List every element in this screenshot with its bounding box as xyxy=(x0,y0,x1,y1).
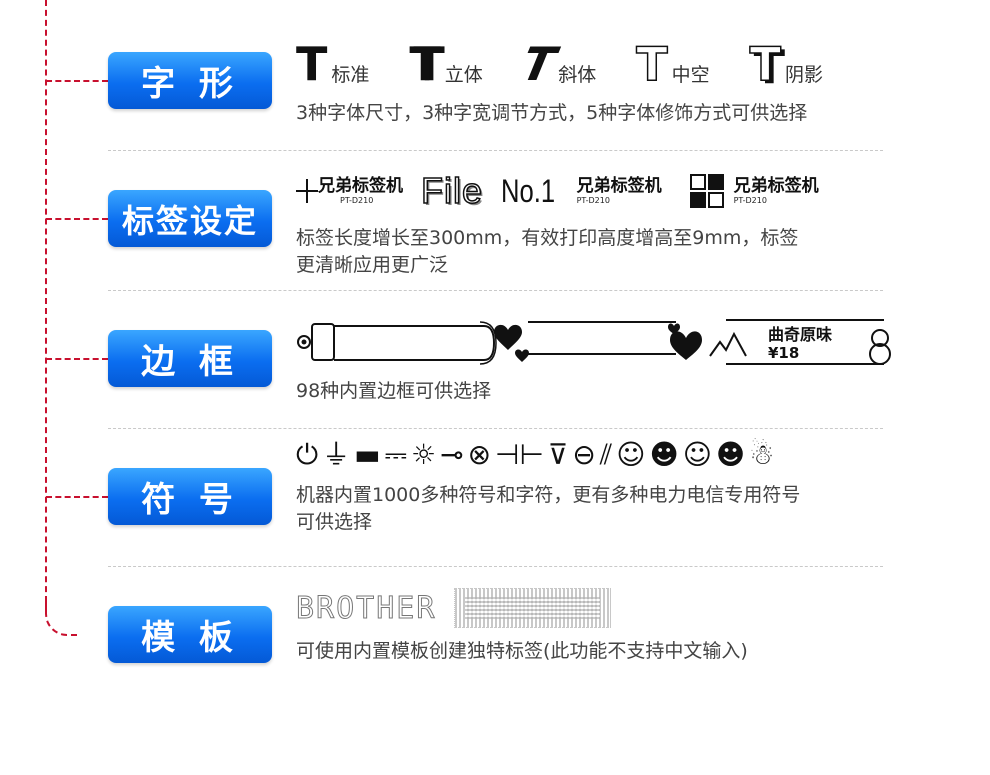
divider xyxy=(108,428,883,429)
frame-samples: 曲奇原味 ¥18 xyxy=(297,319,891,365)
lamp-icon: ☼ xyxy=(411,438,437,471)
frame-text-line1: 曲奇原味 xyxy=(768,325,832,344)
power-icon: ⏻ xyxy=(296,438,319,471)
brand-text-block: 兄弟标签机 PT-D210 xyxy=(733,176,819,206)
light-icon: ⊗ xyxy=(467,438,492,471)
scroll-frame-icon xyxy=(297,321,497,365)
desc-line: 可使用内置模板创建独特标签(此功能不支持中文输入) xyxy=(296,640,748,662)
capacitor-icon: ⊣⊢ xyxy=(495,438,544,471)
face-smile-icon: ☻ xyxy=(715,438,746,471)
timeline-curve xyxy=(45,596,77,636)
font-style-samples: T 标准 T 立体 T 斜体 T 中空 T 阴影 xyxy=(296,37,863,91)
font-glyph: T xyxy=(296,37,328,91)
model-text: PT-D210 xyxy=(733,196,767,205)
desc-line: 3种字体尺寸，3种字宽调节方式，5种字体修饰方式可供选择 xyxy=(296,102,808,124)
brand-text-block: 兄弟标签机 PT-D210 xyxy=(576,176,662,206)
face-boy-icon: ☺ xyxy=(616,438,646,471)
template-samples: BROTHER xyxy=(295,588,612,628)
brand-text: 兄弟标签机 xyxy=(318,176,403,196)
section-desc-symbols: 机器内置1000多种符号和字符，更有多种电力电信专用符号 可供选择 xyxy=(296,482,800,536)
connector-3 xyxy=(46,358,108,360)
font-style-italic: T 斜体 xyxy=(517,37,597,91)
crosshair-icon xyxy=(296,179,318,203)
face-girl-icon: ☻ xyxy=(649,438,679,471)
resistor-icon: ⊖ xyxy=(572,438,596,471)
font-style-shadow: T 阴影 xyxy=(749,37,824,91)
switch-icon: ⊸ xyxy=(440,438,464,471)
sample-grid: 兄弟标签机 PT-D210 xyxy=(689,174,819,208)
desc-line: 更清晰应用更广泛 xyxy=(296,254,449,276)
fuse-icon: ▬ xyxy=(354,438,381,471)
section-label-font: 字 形 xyxy=(108,52,272,109)
font-caption: 立体 xyxy=(444,64,483,86)
section-label-frame: 边 框 xyxy=(108,330,272,387)
label-setting-samples: 兄弟标签机 PT-D210 File No.1 兄弟标签机 PT-D210 兄弟… xyxy=(296,169,837,212)
timeline-connector xyxy=(45,0,47,612)
frame-text-line2: ¥18 xyxy=(768,344,799,362)
section-desc-label-settings: 标签长度增长至300mm，有效打印高度增高至9mm，标签 更清晰应用更广泛 xyxy=(296,225,798,279)
divider xyxy=(108,150,883,151)
number-sample-text: No.1 xyxy=(501,172,556,209)
sample-numbered: No.1 兄弟标签机 PT-D210 xyxy=(501,173,662,210)
font-style-3d: T 立体 xyxy=(409,37,483,91)
desc-line: 标签长度增长至300mm，有效打印高度增高至9mm，标签 xyxy=(296,227,799,249)
font-glyph: T xyxy=(517,37,560,91)
model-text: PT-D210 xyxy=(576,196,610,205)
desc-line: 98种内置边框可供选择 xyxy=(296,380,492,402)
font-style-hollow: T 中空 xyxy=(635,37,710,91)
section-label-label-settings: 标签设定 xyxy=(108,190,272,247)
symbol-samples: ⏻ ⏚ ▬ ⎓ ☼ ⊸ ⊗ ⊣⊢ ⊽ ⊖ ⫽ ☺ ☻ ☺ ☻ ☃ xyxy=(296,438,778,472)
sample-cut-mark: 兄弟标签机 PT-D210 xyxy=(296,177,403,205)
section-desc-frame: 98种内置边框可供选择 xyxy=(296,378,491,405)
brand-text: 兄弟标签机 xyxy=(576,176,662,196)
ground-icon: ⏚ xyxy=(322,438,351,471)
triangle-circle-icon: ⊽ xyxy=(547,438,569,471)
font-style-standard: T 标准 xyxy=(296,37,370,91)
connector-4 xyxy=(46,496,108,498)
file-sample-text: File xyxy=(420,169,484,212)
font-glyph: T xyxy=(749,37,782,91)
connector-2 xyxy=(46,218,108,220)
face-grin-icon: ☺ xyxy=(682,438,712,471)
divider xyxy=(108,566,883,567)
cable-icon: ⫽ xyxy=(599,438,613,471)
section-desc-font: 3种字体尺寸，3种字宽调节方式，5种字体修饰方式可供选择 xyxy=(296,100,807,127)
font-glyph: T xyxy=(409,37,441,91)
dc-icon: ⎓ xyxy=(384,438,407,471)
template-pattern-image xyxy=(454,588,612,628)
font-glyph: T xyxy=(635,37,668,91)
desc-line: 可供选择 xyxy=(296,511,373,533)
font-caption: 标准 xyxy=(331,64,370,86)
brand-text-block: 兄弟标签机 PT-D210 xyxy=(318,176,403,206)
grid-icon xyxy=(689,174,724,208)
font-caption: 斜体 xyxy=(558,64,597,86)
divider xyxy=(108,290,883,291)
font-caption: 阴影 xyxy=(785,64,824,86)
section-desc-template: 可使用内置模板创建独特标签(此功能不支持中文输入) xyxy=(296,638,748,665)
santa-icon: ☃ xyxy=(749,438,775,471)
model-text: PT-D210 xyxy=(340,196,374,205)
desc-line: 机器内置1000多种符号和字符，更有多种电力电信专用符号 xyxy=(296,484,801,506)
heart-frame-icon xyxy=(494,321,702,362)
section-label-symbols: 符 号 xyxy=(108,468,272,525)
mountain-frame-icon: 曲奇原味 ¥18 xyxy=(709,319,891,365)
brand-text: 兄弟标签机 xyxy=(733,176,819,196)
font-caption: 中空 xyxy=(671,64,710,86)
connector-1 xyxy=(46,80,108,82)
template-brother-text: BROTHER xyxy=(295,590,437,626)
section-label-template: 模 板 xyxy=(108,606,272,663)
